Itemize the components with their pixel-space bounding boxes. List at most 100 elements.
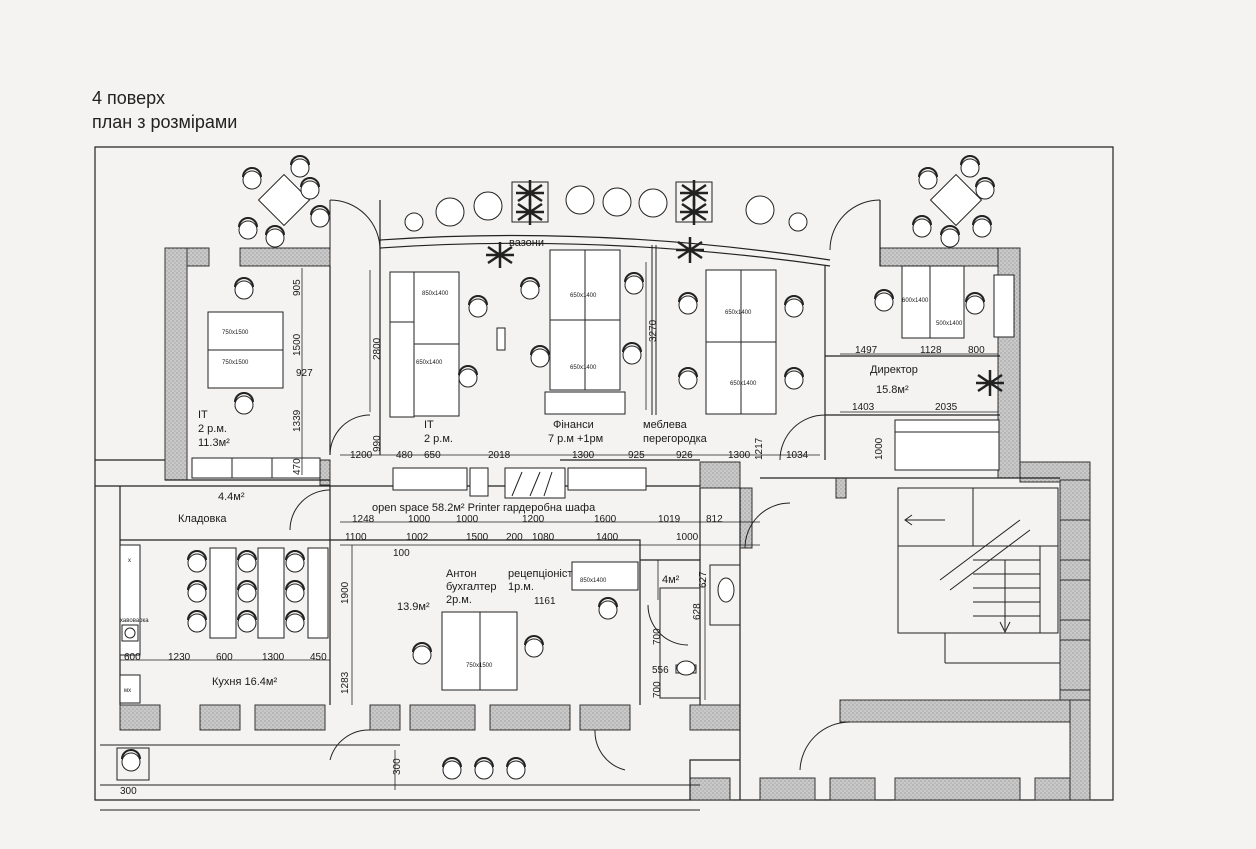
dim-row3-1500: 1500: [466, 532, 489, 543]
label-it-left-area: 11.3м²: [198, 437, 230, 449]
dim-row2-1000a: 1000: [408, 514, 431, 525]
dim-row2-1248: 1248: [352, 514, 375, 525]
walls: [119, 247, 1091, 801]
dim-1283: 1283: [340, 671, 351, 694]
dim-kitchen-600b: 600: [216, 652, 233, 663]
director-furniture: [874, 265, 1015, 471]
desk-label: 650x1400: [725, 310, 752, 316]
dimension-values: 905 1500 927 1339 470 2800 990 3270 1497…: [120, 279, 985, 797]
staircase: [897, 487, 1060, 664]
kitchen-furniture: [119, 544, 329, 704]
dim-627: 627: [698, 571, 709, 588]
dim-row2-1000b: 1000: [456, 514, 479, 525]
dim-row2-1600: 1600: [594, 514, 617, 525]
dim-row1-925: 925: [628, 450, 645, 461]
label-it-mid: IT: [424, 419, 434, 431]
desks-right-middle: [678, 269, 804, 415]
plan-subtitle: план з розмірами: [92, 112, 238, 132]
label-director: Директор: [870, 364, 918, 376]
dim-row1-1300b: 1300: [728, 450, 751, 461]
dim-1034: 1034: [786, 450, 809, 461]
label-microwave: мх: [124, 688, 131, 694]
label-partition-2: перегородка: [643, 433, 708, 445]
dim-kitchen-450: 450: [310, 652, 327, 663]
wc-fixtures: [659, 564, 741, 699]
label-accountant-cap: 2р.м.: [446, 594, 472, 606]
dim-905: 905: [292, 279, 303, 296]
dim-1217: 1217: [754, 437, 765, 460]
dim-1500: 1500: [292, 333, 303, 356]
dim-row1-1200: 1200: [350, 450, 373, 461]
plan-title: 4 поверх: [92, 88, 165, 108]
dim-1900: 1900: [340, 581, 351, 604]
dim-row3-1002: 1002: [406, 532, 429, 543]
dim-row3-1400: 1400: [596, 532, 619, 543]
dim-700a: 700: [652, 628, 663, 645]
dim-row2-1200: 1200: [522, 514, 545, 525]
label-room-139: 13.9м²: [397, 601, 430, 613]
dim-row3-200: 200: [506, 532, 523, 543]
dim-row2-812: 812: [706, 514, 723, 525]
desk-label: 650x1400: [416, 360, 443, 366]
label-finance-cap: 7 р.м +1рм: [548, 433, 603, 445]
outdoor-table-right: [912, 155, 995, 248]
desk-label: 750x1500: [222, 330, 249, 336]
accountant-furniture: [412, 561, 639, 691]
bottom-balcony: [100, 744, 700, 811]
dim-1000-vertical: 1000: [874, 437, 885, 460]
dim-3270: 3270: [648, 319, 659, 342]
desk-label: 650x1400: [730, 381, 757, 387]
outdoor-table-left: [238, 155, 330, 248]
desk-label: 650x1400: [570, 365, 597, 371]
desk-label: 850x1400: [422, 291, 449, 297]
dim-row1-1300: 1300: [572, 450, 595, 461]
label-vazony: вазони: [509, 237, 544, 249]
dim-300-horizontal: 300: [120, 786, 137, 797]
dim-row3-1100: 1100: [345, 532, 367, 543]
desk-label: 750x1500: [222, 360, 249, 366]
label-partition-1: меблева: [643, 419, 688, 431]
dim-2035: 2035: [935, 402, 958, 413]
desk-label: 500x1400: [936, 321, 963, 327]
label-it-mid-cap: 2 р.м.: [424, 433, 453, 445]
dim-1161: 1161: [534, 596, 556, 607]
it-left-furniture: [191, 277, 321, 479]
label-kettle: хавоварка: [120, 618, 149, 624]
dim-927: 927: [296, 368, 313, 379]
label-wc-area: 4м²: [662, 574, 680, 586]
dim-990: 990: [372, 435, 383, 452]
dim-row1-650: 650: [424, 450, 441, 461]
dim-470: 470: [292, 458, 303, 475]
dimension-lines: [120, 262, 998, 790]
dim-row3-1000: 1000: [676, 532, 699, 543]
desk-label: 750x1500: [466, 663, 493, 669]
label-receptionist: рецепціоніст: [508, 568, 572, 580]
label-finance: Фінанси: [553, 419, 594, 431]
label-it-left-cap: 2 р.м.: [198, 423, 227, 435]
door-swings: [289, 199, 881, 771]
label-receptionist-cap: 1р.м.: [508, 581, 534, 593]
label-x: х: [128, 558, 131, 564]
it-mid-furniture: [389, 271, 550, 418]
label-storage-area: 4.4м²: [218, 491, 245, 503]
label-director-area: 15.8м²: [876, 384, 909, 396]
desk-label: 600x1400: [902, 298, 929, 304]
dim-row3-1080: 1080: [532, 532, 555, 543]
dim-row1-2018: 2018: [488, 450, 511, 461]
label-storage: Кладовка: [178, 513, 227, 525]
open-space-cabinets: [392, 467, 647, 499]
dim-row1-480: 480: [396, 450, 413, 461]
dim-628: 628: [692, 603, 703, 620]
label-anton: Антон: [446, 568, 477, 580]
dim-row2-1019: 1019: [658, 514, 681, 525]
label-wardrobe: гардеробна шафа: [503, 502, 596, 514]
dim-700b: 700: [652, 681, 663, 698]
dim-row3-100: 100: [393, 548, 410, 559]
label-openspace: open space 58.2м² Printer: [372, 502, 500, 514]
dim-1339: 1339: [292, 409, 303, 432]
dim-kitchen-1300: 1300: [262, 652, 285, 663]
dim-2800: 2800: [372, 337, 383, 360]
balcony-chairs: [404, 181, 808, 232]
